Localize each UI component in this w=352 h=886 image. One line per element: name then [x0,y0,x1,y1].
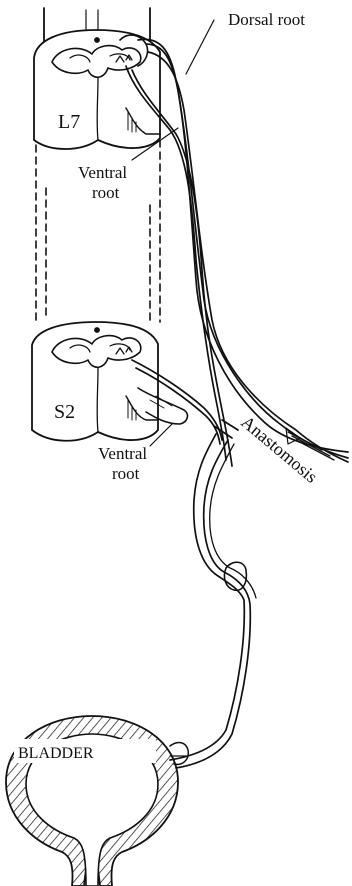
label-ventral-root-lower-line1: Ventral [98,444,147,463]
label-ventral-root-upper-line1: Ventral [78,163,127,182]
label-ventral-root-upper-line2: root [92,183,120,202]
label-bladder: BLADDER [18,745,94,762]
label-l7: L7 [58,111,80,133]
leader-dorsal-root [186,20,214,74]
label-ventral-root-lower-line2: root [112,464,140,483]
bladder [6,716,178,886]
label-dorsal-root: Dorsal root [228,10,305,29]
spinal-segment-l7 [34,8,160,149]
label-s2: S2 [54,401,75,423]
